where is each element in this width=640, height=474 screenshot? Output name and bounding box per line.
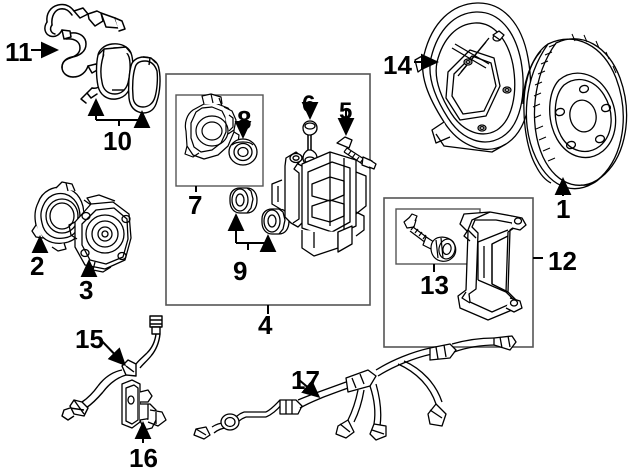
part-backing-plate-dust-shield (414, 2, 532, 153)
callout-leader-10 (87, 98, 151, 128)
part-brake-splash-shield (31, 181, 92, 252)
callout-label-1: 1 (556, 194, 571, 224)
part-brake-hydraulic-hose (61, 315, 163, 421)
part-brake-pad-wear-sensor (44, 3, 126, 104)
callout-label-11: 11 (5, 37, 33, 67)
part-brake-rotor-disc (522, 33, 628, 190)
part-guide-pin-bushing-kit (403, 213, 457, 262)
part-piston-seal-boot (228, 138, 258, 166)
callout-leader-9 (227, 213, 277, 252)
callout-label-8: 8 (237, 105, 252, 135)
callout-label-9: 9 (233, 256, 248, 286)
callout-label-14: 14 (383, 50, 412, 80)
part-caliper-guide-bushing (229, 187, 290, 235)
part-brake-hose-bracket-clip (121, 379, 167, 431)
callout-label-6: 6 (302, 91, 316, 118)
callout-label-13: 13 (420, 270, 449, 300)
callout-label-3: 3 (79, 275, 94, 305)
part-brake-caliper-body (271, 151, 367, 257)
callout-label-12: 12 (548, 246, 577, 276)
callout-label-5: 5 (339, 98, 353, 125)
callout-leader-15 (97, 336, 127, 367)
callout-label-17: 17 (291, 365, 320, 395)
part-wheel-hub-bearing-assembly (68, 194, 132, 273)
part-disc-brake-pad-set (95, 43, 161, 114)
callout-leader-17 (297, 378, 321, 398)
callout-label-4: 4 (258, 310, 273, 340)
part-caliper-mounting-bracket (457, 211, 527, 321)
callout-label-2: 2 (30, 251, 45, 281)
part-caliper-housing-parking-brake (184, 93, 240, 160)
callout-label-15: 15 (75, 324, 104, 354)
box-caliper-bracket (383, 197, 534, 348)
callout-label-16: 16 (129, 443, 158, 473)
part-abs-wheel-speed-sensor-harness (193, 335, 517, 441)
callout-label-7: 7 (188, 190, 203, 220)
part-caliper-guide-pin-bolt (336, 136, 377, 170)
callout-label-10: 10 (103, 126, 132, 156)
box-caliper-housing (175, 94, 264, 187)
